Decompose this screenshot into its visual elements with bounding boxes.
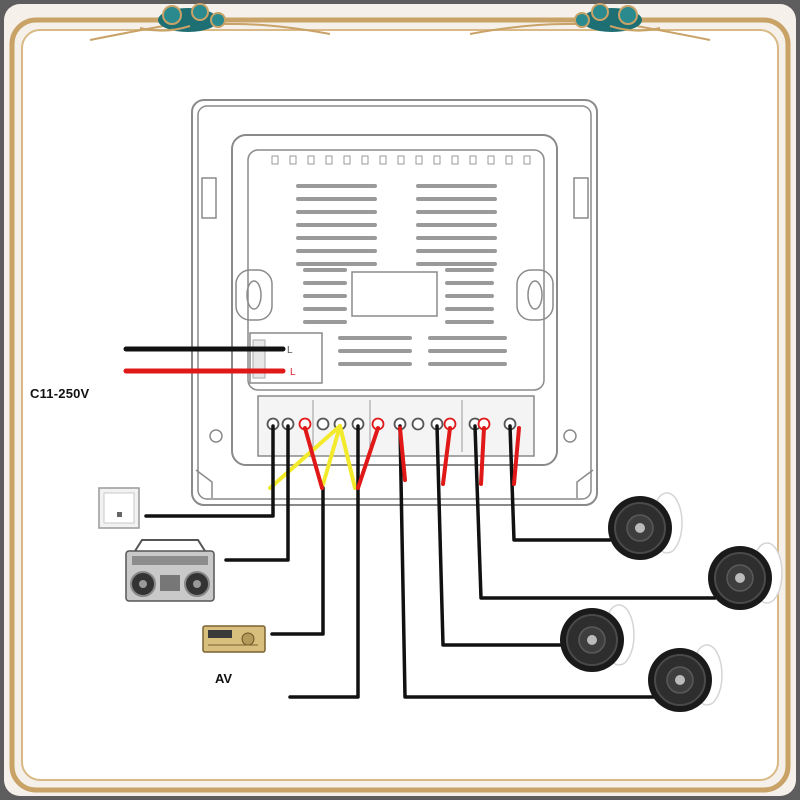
terminal-screw: [316, 417, 330, 431]
vent-tab: [487, 155, 495, 165]
panel-housing: [191, 99, 598, 506]
ceiling-speaker-icon: [648, 644, 723, 712]
ceiling-speaker-icon: [608, 492, 683, 560]
vent-tab: [271, 155, 279, 165]
black-wires: [144, 424, 717, 699]
terminal-block: [257, 395, 535, 457]
vent-tab: [523, 155, 531, 165]
power-connector: [249, 332, 323, 384]
ceiling-speaker-icon: [560, 604, 635, 672]
red-wires: [303, 426, 521, 490]
vent-tab: [361, 155, 369, 165]
ceiling-speakers: [560, 492, 783, 712]
jumper-wires: [268, 424, 357, 490]
vent-tab: [397, 155, 405, 165]
vent-tab: [415, 155, 423, 165]
terminal-screw: [411, 417, 425, 431]
voltage-label: C11-250V: [30, 386, 90, 401]
light-switch-icon: [98, 487, 140, 529]
boombox-radio-icon: [125, 539, 215, 602]
vent-tab: [289, 155, 297, 165]
power-input-wires: [123, 346, 286, 374]
vent-tab: [325, 155, 333, 165]
ceiling-speaker-icon: [708, 542, 783, 610]
vent-tab: [433, 155, 441, 165]
vent-tab: [469, 155, 477, 165]
av-receiver-icon: [202, 625, 266, 653]
av-receiver-label: AV: [215, 671, 233, 686]
vent-tab: [379, 155, 387, 165]
power-terminal-label: L: [290, 367, 296, 378]
power-terminal-label: L: [287, 345, 293, 356]
cloud-ornament-right-icon: [574, 3, 661, 32]
vent-tab: [451, 155, 459, 165]
cloud-ornament-left-icon: [139, 3, 226, 32]
vent-tab: [307, 155, 315, 165]
vent-tab: [505, 155, 513, 165]
vent-tab: [343, 155, 351, 165]
ventilation-slots: [271, 155, 531, 366]
